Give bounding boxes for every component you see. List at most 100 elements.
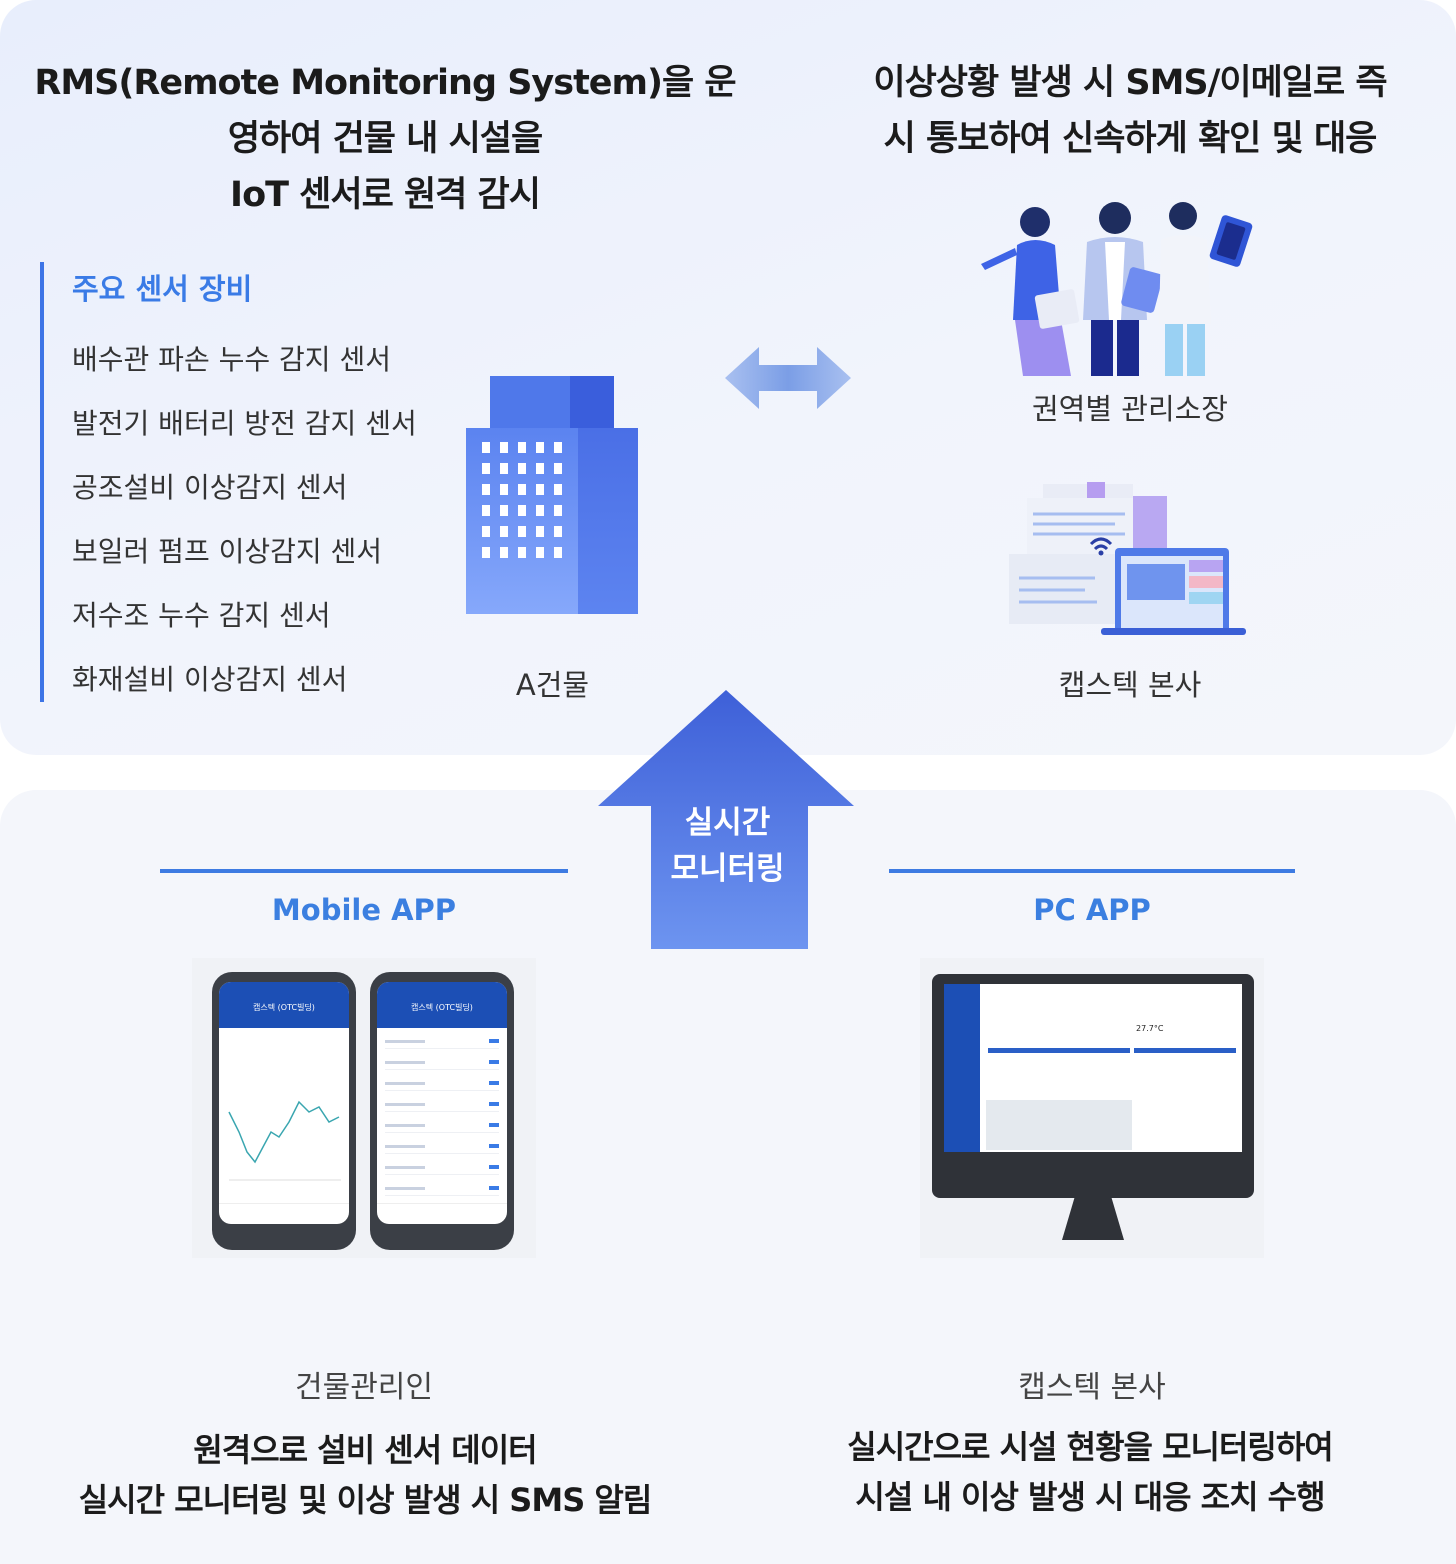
right-headline-line: 시 통보하여 신속하게 확인 및 대응 [883,119,1378,159]
hq-label-top: 캡스텍 본사 [1058,668,1202,702]
building-window [518,484,526,495]
mobile-divider [160,869,568,873]
phone-list-row-signal [489,1102,499,1106]
phone-nav [219,1203,349,1224]
phone-list-row-signal [489,1165,499,1169]
monitor-map [986,1100,1132,1150]
building-window [482,463,490,474]
phone-header-title: 캡스텍 (OTC빌딩) [411,1003,473,1012]
phone-list [377,1028,507,1208]
phone-list-row-signal [489,1081,499,1085]
phone-header: 캡스텍 (OTC빌딩) [219,982,349,1028]
phone-list-row-signal [489,1123,499,1127]
phone-list-row-signal [489,1186,499,1190]
monitor-stand [1062,1198,1124,1240]
building-window [518,463,526,474]
phone-list-row-bar [385,1060,425,1064]
phone-list-row-bar [385,1039,425,1043]
building-window [482,442,490,453]
mobile-desc-line: 실시간 모니터링 및 이상 발생 시 SMS 알림 [78,1481,653,1519]
mobile-screenshot: 캡스텍 (OTC빌딩) 캡스텍 (OTC빌딩) [192,958,536,1258]
phone-list-row [385,1076,499,1091]
sensor-item: 화재설비 이상감지 센서 [72,663,348,696]
mobile-desc-line: 원격으로 설비 센서 데이터 [193,1431,537,1469]
monitor: 27.7°C [932,974,1254,1240]
building-window [536,526,544,537]
sensor-item: 저수조 누수 감지 센서 [72,599,331,632]
building-window [536,505,544,516]
up-arrow-line1: 실시간 [684,805,771,841]
pc-desc-line: 시설 내 이상 발생 시 대응 조치 수행 [855,1478,1325,1516]
building-window [554,484,562,495]
mobile-role: 건물관리인 [295,1370,433,1405]
phone-header: 캡스텍 (OTC빌딩) [377,982,507,1028]
building-window [500,463,508,474]
sensor-item: 공조설비 이상감지 센서 [72,471,348,504]
pc-desc: 실시간으로 시설 현황을 모니터링하여 시설 내 이상 발생 시 대응 조치 수… [770,1422,1410,1522]
right-headline-line: 이상상황 발생 시 SMS/이메일로 즉 [873,63,1387,103]
monitor-panel-header [1134,1048,1236,1053]
building-label: A건물 [515,668,590,702]
monitor-table-header [988,1048,1130,1053]
phone-device: 캡스텍 (OTC빌딩) [370,972,514,1250]
building-window [518,505,526,516]
sensor-list-title: 주요 센서 장비 [72,272,253,306]
building-window [518,442,526,453]
building-window [500,484,508,495]
sensor-item: 발전기 배터리 방전 감지 센서 [72,407,417,440]
monitor-temperature: 27.7°C [1136,1024,1164,1033]
monitor-screen: 27.7°C [944,984,1242,1152]
left-headline-line: RMS(Remote Monitoring System)을 운 [34,63,736,103]
building-window [482,526,490,537]
phone-screen: 캡스텍 (OTC빌딩) [219,982,349,1224]
phone-list-row-signal [489,1144,499,1148]
phone-list-row [385,1055,499,1070]
pc-desc-line: 실시간으로 시설 현황을 모니터링하여 [847,1428,1333,1466]
building-icon [466,376,638,614]
hq-illustration-icon [1009,482,1246,635]
right-headline: 이상상황 발생 시 SMS/이메일로 즉 시 통보하여 신속하게 확인 및 대응 [830,55,1430,167]
mobile-desc: 원격으로 설비 센서 데이터 실시간 모니터링 및 이상 발생 시 SMS 알림 [40,1425,690,1525]
building-window [554,463,562,474]
building-window [482,547,490,558]
mobile-app-title: Mobile APP [271,893,457,927]
phone-list-row [385,1139,499,1154]
building-window [536,484,544,495]
managers-label: 권역별 관리소장 [1032,392,1228,426]
phone-list-row-bar [385,1144,425,1148]
building-window [500,526,508,537]
pc-role: 캡스텍 본사 [1018,1370,1166,1405]
phone-list-row [385,1118,499,1133]
building-window [554,505,562,516]
up-arrow-line2: 모니터링 [670,851,785,887]
building-window [482,505,490,516]
double-arrow-icon [725,347,851,409]
phone-line-chart [228,1100,341,1181]
phone-device: 캡스텍 (OTC빌딩) [212,972,356,1250]
phone-list-row-signal [489,1039,499,1043]
building-window [482,484,490,495]
phone-list-row-bar [385,1102,425,1106]
pc-divider [889,869,1295,873]
building-window [500,442,508,453]
phone-list-row-signal [489,1060,499,1064]
building-window [536,442,544,453]
sensor-item: 보일러 펌프 이상감지 센서 [72,535,383,568]
pc-screenshot: 27.7°C [920,958,1264,1258]
building-window [554,547,562,558]
phone-list-row-bar [385,1186,425,1190]
phone-screen: 캡스텍 (OTC빌딩) [377,982,507,1224]
building-window [500,505,508,516]
phone-nav [377,1203,507,1224]
up-arrow-icon [598,690,854,949]
managers-illustration-icon [981,202,1253,376]
phone-list-row-bar [385,1123,425,1127]
phone-list-row [385,1034,499,1049]
phone-list-row [385,1160,499,1175]
left-headline-line: IoT 센서로 원격 감시 [230,175,541,215]
pc-app-title: PC APP [1033,893,1151,927]
sensor-list: 주요 센서 장비 배수관 파손 누수 감지 센서 발전기 배터리 방전 감지 센… [40,262,464,702]
monitor-sidebar [944,984,980,1152]
up-arrow-text: 실시간 모니터링 [640,800,815,892]
phone-list-row-bar [385,1081,425,1085]
